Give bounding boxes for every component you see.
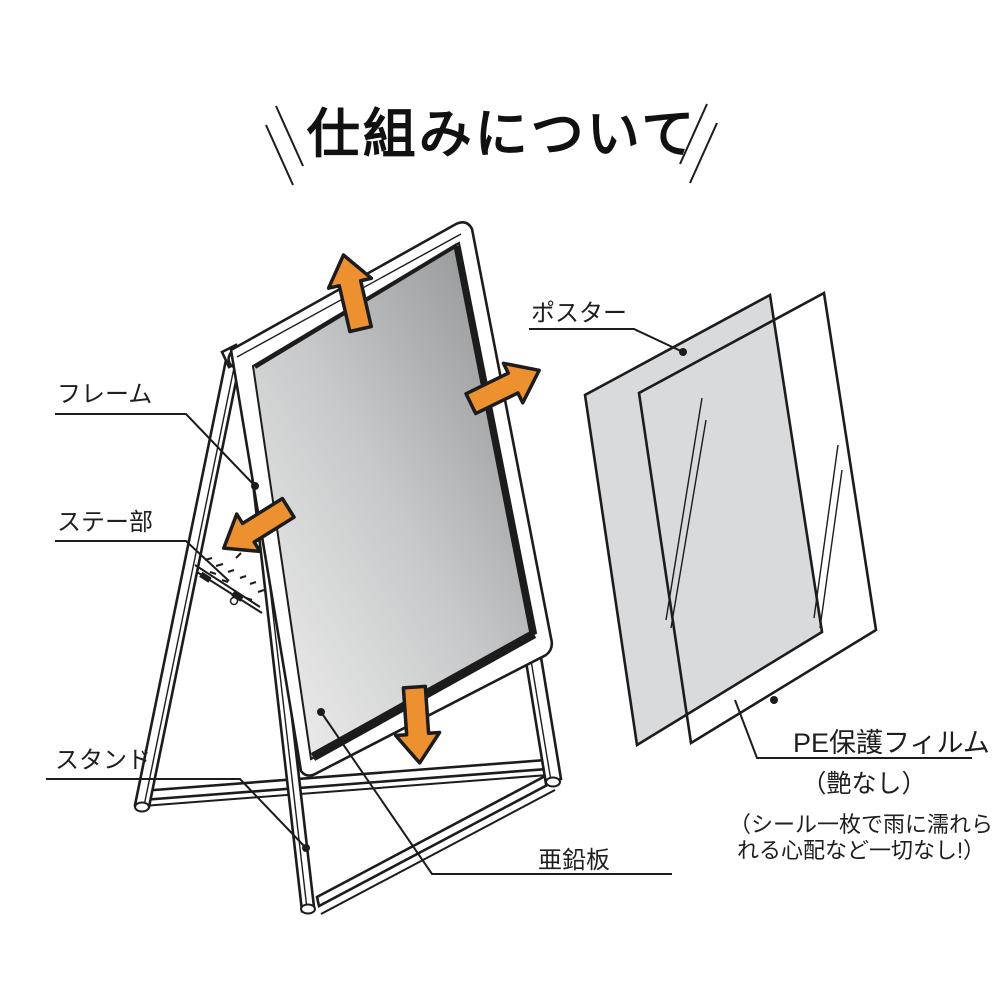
leader-lines xyxy=(46,328,972,875)
arrow-left-icon xyxy=(222,496,296,554)
sign-board xyxy=(229,221,554,777)
stay-dashes xyxy=(204,552,265,601)
note-line-1: （シール一枚で雨に濡れら xyxy=(729,812,993,837)
direction-arrows xyxy=(222,253,541,765)
title-left-slashes xyxy=(265,105,304,186)
label-stand: スタンド xyxy=(55,747,151,774)
front-bottom-rail xyxy=(315,771,556,915)
page-title: 仕組みについて xyxy=(307,105,697,164)
label-zinc-plate: 亜鉛板 xyxy=(538,847,610,874)
title-block: 仕組みについて xyxy=(265,103,718,186)
rear-bottom-rail xyxy=(139,758,549,807)
rear-left-leg xyxy=(133,353,243,813)
arrow-up-icon xyxy=(326,253,374,334)
note-line-2: れる心配など一切なし!） xyxy=(737,838,985,863)
label-stay: ステー部 xyxy=(57,509,153,536)
arrow-down-icon xyxy=(393,684,442,765)
poster-sheet xyxy=(583,292,824,748)
label-poster: ポスター xyxy=(531,300,627,327)
label-frame: フレーム xyxy=(57,381,152,408)
stay-bar xyxy=(194,552,265,614)
frame-right-profile xyxy=(453,245,537,635)
pe-film-sheet xyxy=(637,290,878,746)
label-pe-film-sub: （艶なし） xyxy=(801,770,926,798)
arrow-right-icon xyxy=(464,361,541,416)
label-pe-film: PE保護フィルム xyxy=(793,728,990,758)
sign-stand xyxy=(133,221,563,915)
title-right-slashes xyxy=(679,103,718,184)
